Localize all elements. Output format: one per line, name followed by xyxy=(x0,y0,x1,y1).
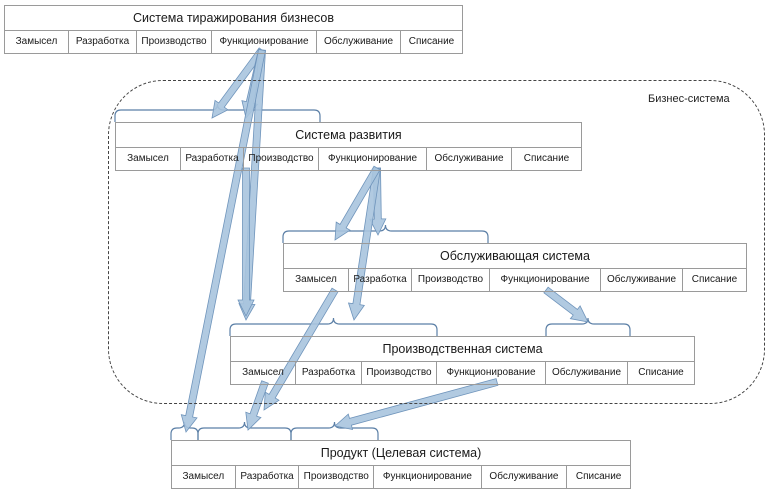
stage-design: Разработка xyxy=(181,148,244,170)
stage-concept: Замысел xyxy=(284,269,349,291)
production-system-stages: Замысел Разработка Производство Функцион… xyxy=(231,362,694,384)
stage-operation: Функционирование xyxy=(490,269,601,291)
stage-operation: Функционирование xyxy=(374,466,482,488)
stage-operation: Функционирование xyxy=(212,31,317,53)
service-system-stages: Замысел Разработка Производство Функцион… xyxy=(284,269,746,291)
stage-maintenance: Обслуживание xyxy=(482,466,568,488)
stage-operation: Функционирование xyxy=(319,148,427,170)
stage-production: Производство xyxy=(412,269,490,291)
stage-disposal: Списание xyxy=(638,367,684,378)
stage-concept: Замысел xyxy=(231,362,296,384)
stage-disposal: Списание xyxy=(691,274,738,285)
stage-maintenance: Обслуживание xyxy=(317,31,401,53)
stage-operation: Функционирование xyxy=(437,362,546,384)
stage-disposal: Списание xyxy=(408,36,455,47)
stage-design: Разработка xyxy=(296,362,362,384)
stage-production: Производство xyxy=(299,466,375,488)
product-system: Продукт (Целевая система) Замысел Разраб… xyxy=(171,440,631,489)
stage-concept: Замысел xyxy=(5,31,69,53)
stage-maintenance: Обслуживание xyxy=(546,362,628,384)
product-system-title: Продукт (Целевая система) xyxy=(172,441,630,466)
bracket-product-1 xyxy=(170,421,199,440)
stage-production: Производство xyxy=(244,148,319,170)
production-system-title: Производственная система xyxy=(231,337,694,362)
bracket-product-3 xyxy=(290,421,379,440)
replication-system: Система тиражирования бизнесов Замысел Р… xyxy=(4,5,463,54)
replication-system-title: Система тиражирования бизнесов xyxy=(5,6,462,31)
business-system-label: Бизнес-система xyxy=(648,93,730,105)
stage-production: Производство xyxy=(362,362,437,384)
stage-production: Производство xyxy=(137,31,212,53)
bracket-product-2 xyxy=(197,421,292,440)
stage-concept: Замысел xyxy=(116,148,181,170)
stage-disposal: Списание xyxy=(523,153,570,164)
stage-design: Разработка xyxy=(236,466,300,488)
production-system: Производственная система Замысел Разрабо… xyxy=(230,336,695,385)
stage-maintenance: Обслуживание xyxy=(427,148,512,170)
service-system: Обслуживающая система Замысел Разработка… xyxy=(283,243,747,292)
development-system-stages: Замысел Разработка Производство Функцион… xyxy=(116,148,581,170)
service-system-title: Обслуживающая система xyxy=(284,244,746,269)
replication-system-stages: Замысел Разработка Производство Функцион… xyxy=(5,31,462,53)
stage-maintenance: Обслуживание xyxy=(601,269,683,291)
stage-concept: Замысел xyxy=(172,466,236,488)
development-system-title: Система развития xyxy=(116,123,581,148)
stage-design: Разработка xyxy=(69,31,137,53)
stage-design: Разработка xyxy=(349,269,412,291)
product-system-stages: Замысел Разработка Производство Функцион… xyxy=(172,466,630,488)
development-system: Система развития Замысел Разработка Прои… xyxy=(115,122,582,171)
business-system-boundary xyxy=(108,80,765,404)
stage-disposal: Списание xyxy=(575,471,622,482)
